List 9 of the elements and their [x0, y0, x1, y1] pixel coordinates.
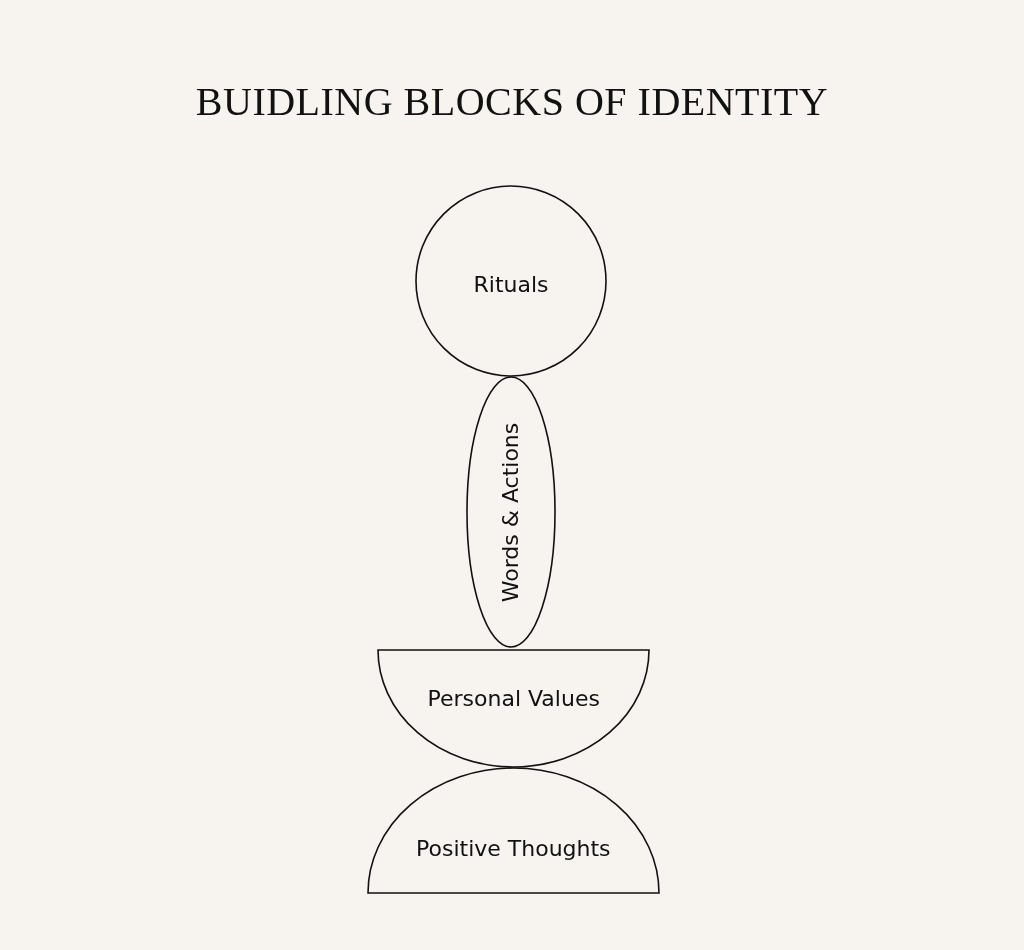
block-label: Personal Values [427, 686, 600, 712]
bowl-block [377, 649, 650, 768]
oval-block [466, 376, 556, 648]
block-label: Positive Thoughts [416, 835, 611, 861]
block-label: Words & Actions [498, 422, 524, 602]
diagram-title: BUIDLING BLOCKS OF IDENTITY [194, 78, 830, 125]
block-label: Rituals [473, 272, 549, 298]
circle-block [415, 185, 607, 377]
dome-block [367, 767, 660, 894]
